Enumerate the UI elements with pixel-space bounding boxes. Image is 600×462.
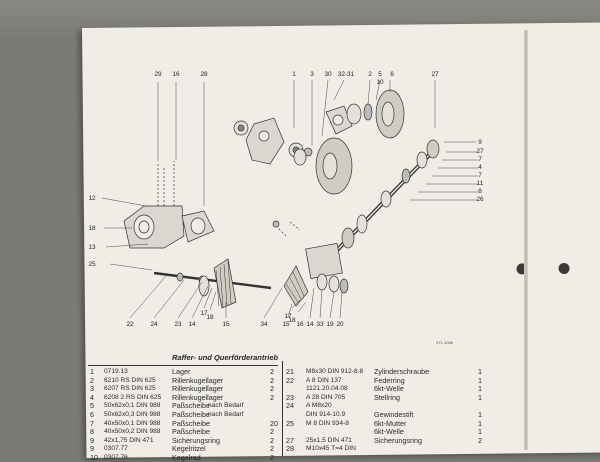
right-callout: 11 <box>477 180 484 187</box>
left-callout: 13 <box>88 244 96 251</box>
bottom-callout: 14 <box>306 321 314 328</box>
top-callout: 28 <box>200 71 208 78</box>
bottom-callout: 20 <box>336 321 344 328</box>
bottom-callout: 15 <box>222 321 230 328</box>
drawing-code: 971-1068 <box>436 340 453 345</box>
right-callout: 7 <box>478 156 482 163</box>
left-callout: 18 <box>88 225 96 232</box>
right-callout: 7 <box>478 172 482 179</box>
top-callout: 6 <box>390 71 394 78</box>
right-callout: 27 <box>476 148 484 155</box>
top-callout: 29 <box>154 71 162 78</box>
drawing-linework <box>123 89 440 309</box>
top-callout: 16 <box>172 71 180 78</box>
bottom-callout: 19 <box>326 321 334 328</box>
bottom-callout: 34 <box>260 321 268 328</box>
right-callout: 4 <box>478 164 482 171</box>
bottom-callout: 33 <box>316 321 324 328</box>
bottom-callout: 17 <box>200 310 208 317</box>
bottom-callout: 22 <box>126 321 134 328</box>
top-callout: 3 <box>310 71 314 78</box>
right-callout: 26 <box>476 196 484 203</box>
top-callout: 1 <box>292 71 296 78</box>
right-callout: 9 <box>478 139 482 146</box>
bottom-callout: 18 <box>288 317 296 324</box>
bottom-callout: 23 <box>174 321 182 328</box>
top-callout: 30 <box>324 71 332 78</box>
bottom-callout: 16 <box>296 321 304 328</box>
page-fold <box>524 30 528 450</box>
right-callout: 8 <box>478 188 482 195</box>
bottom-callout: 15 <box>282 321 290 328</box>
left-callout: 25 <box>88 261 96 268</box>
bottom-callout: 17 <box>284 313 292 320</box>
punch-hole <box>558 262 570 275</box>
top-callout: 2 <box>368 71 372 78</box>
bottom-callout: 24 <box>150 321 158 328</box>
top-callout: 10 <box>376 79 384 86</box>
bottom-callout: 18 <box>206 314 214 321</box>
left-callout: 12 <box>88 195 96 202</box>
top-callout: 27 <box>431 71 439 78</box>
top-callout: 32-31 <box>338 71 355 78</box>
bottom-callout: 14 <box>188 321 196 328</box>
leader-lines <box>101 79 478 319</box>
top-callout: 5 <box>378 71 382 78</box>
